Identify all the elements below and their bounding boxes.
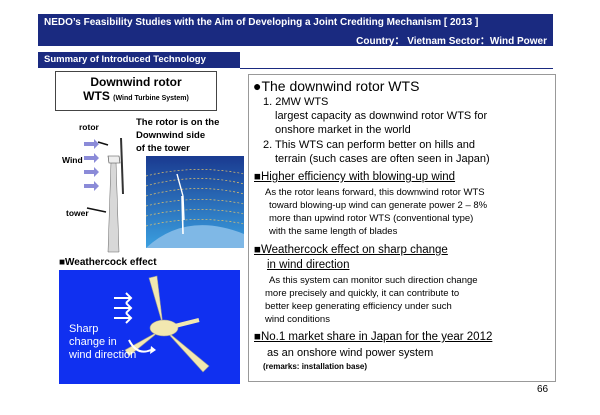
item-1-line3: onshore market in the world	[275, 124, 411, 136]
weathercock-line4: wind conditions	[265, 314, 330, 325]
wts-title-sub: (Wind Turbine System)	[113, 95, 189, 102]
turbine-diagram	[84, 137, 124, 253]
page-number: 66	[537, 384, 549, 395]
market-share-body: as an onshore wind power system	[267, 347, 434, 359]
efficiency-line2: toward blowing-up wind can generate powe…	[269, 200, 488, 211]
sharp-change-text: Sharp change in wind direction	[69, 323, 136, 362]
header-title: NEDO’s Feasibility Studies with the Aim …	[44, 17, 479, 28]
sharp-change-line2: change in	[69, 336, 117, 348]
item-1-line2: largest capacity as downwind rotor WTS f…	[275, 110, 488, 122]
rotor-note-line1: The rotor is on the	[136, 117, 220, 128]
market-share-title: ■No.1 market share in Japan for the year…	[254, 331, 493, 343]
sharp-change-line3: wind direction	[69, 349, 137, 361]
wind-flow-image	[146, 156, 244, 248]
nacelle-shape	[107, 155, 121, 164]
rotor-label: rotor	[79, 122, 99, 132]
wts-title-line1: Downwind rotor	[90, 75, 182, 89]
item-2-line1: 2. This WTS can perform better on hills …	[263, 139, 475, 151]
sharp-change-line1: Sharp	[69, 323, 99, 335]
wind-arrows-icon	[84, 139, 99, 191]
tower-label: tower	[66, 208, 89, 218]
wts-title-main: WTS	[83, 89, 110, 103]
efficiency-line1: As the rotor leans forward, this downwin…	[265, 187, 485, 198]
efficiency-line3: more than upwind rotor WTS (conventional…	[269, 213, 474, 224]
wind-label: Wind	[62, 155, 83, 165]
rotor-note-line3: of the tower	[136, 143, 190, 154]
summary-tab: Summary of Introduced Technology	[38, 52, 240, 68]
rotor-note: The rotor is on the Downwind side of the…	[136, 116, 219, 155]
weathercock-title2: in wind direction	[267, 259, 350, 271]
weathercock-label: ■Weathercock effect	[59, 257, 157, 268]
wts-title-line2: WTS (Wind Turbine System)	[56, 89, 216, 103]
weathercock-line3: better keep generating efficiency under …	[265, 301, 452, 312]
tower-pointer-line	[86, 207, 107, 213]
wts-title-box: Downwind rotor WTS (Wind Turbine System)	[55, 71, 217, 111]
features-box: ●The downwind rotor WTS 1. 2MW WTS large…	[248, 74, 556, 382]
efficiency-line4: with the same length of blades	[269, 226, 398, 237]
header-bar: NEDO’s Feasibility Studies with the Aim …	[38, 14, 553, 47]
features-heading: ●The downwind rotor WTS	[253, 78, 420, 94]
item-2-line2: terrain (such cases are often seen in Ja…	[275, 153, 490, 165]
summary-divider	[240, 68, 553, 69]
weathercock-turbine-icon	[114, 275, 210, 373]
remarks-text: (remarks: installation base)	[263, 362, 368, 371]
summary-tab-label: Summary of Introduced Technology	[44, 54, 206, 65]
rotor-note-line2: Downwind side	[136, 130, 206, 141]
rotor-pointer-line	[97, 141, 109, 146]
tower-shape	[107, 161, 120, 253]
weathercock-title1: ■Weathercock effect on sharp change	[254, 244, 448, 256]
item-1-title: 1. 2MW WTS	[263, 96, 329, 108]
weathercock-line2: more precisely and quickly, it can contr…	[265, 288, 460, 299]
efficiency-title: ■Higher efficiency with blowing-up wind	[254, 171, 456, 183]
weathercock-panel: Sharp change in wind direction	[59, 270, 240, 384]
weathercock-line1: As this system can monitor such directio…	[269, 275, 478, 286]
blade-shape	[120, 137, 124, 195]
header-country-sector: Country： Vietnam Sector：Wind Power	[356, 36, 547, 47]
